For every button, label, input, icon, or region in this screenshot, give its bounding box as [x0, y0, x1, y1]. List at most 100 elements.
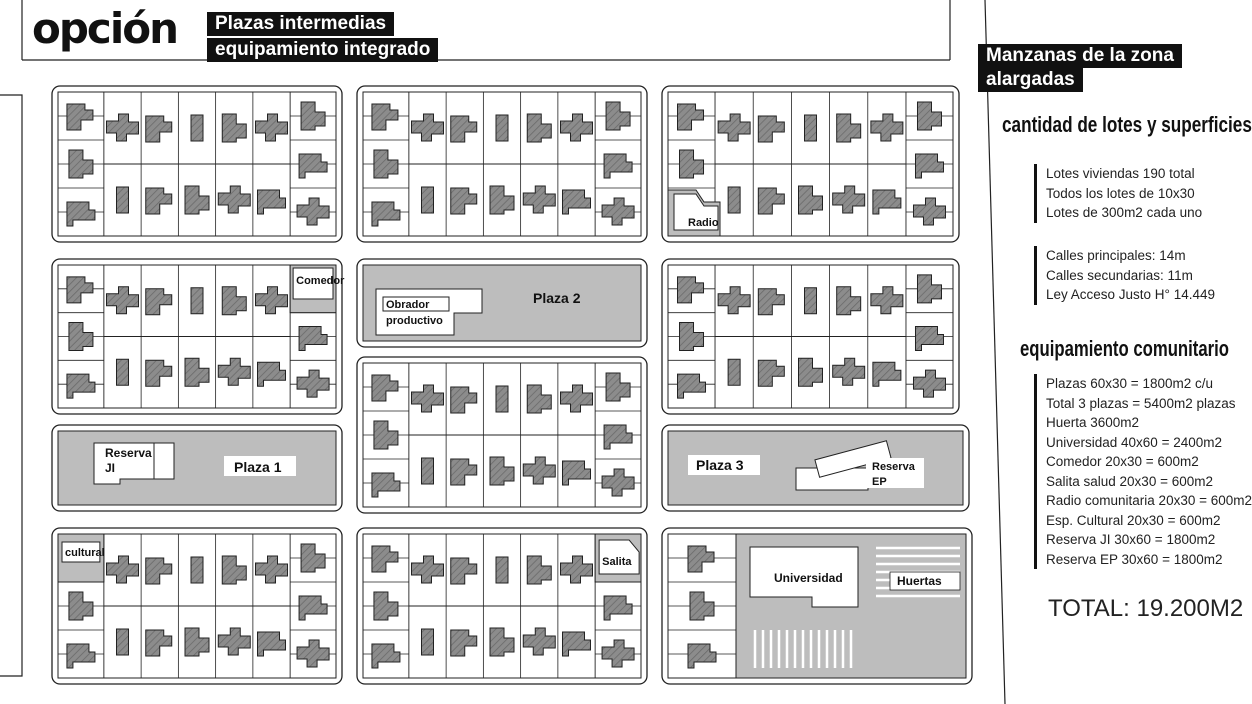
block [51, 85, 343, 243]
house-footprint [190, 287, 204, 315]
equip-item: Universidad 40x60 = 2400m2 [1046, 434, 1222, 450]
cultural-label: cultural [65, 547, 105, 559]
house-footprint [145, 359, 173, 387]
equip-list: Plazas 60x30 = 1800m2 c/u Total 3 plazas… [1034, 374, 1252, 569]
block [661, 85, 960, 243]
comedor-building: Comedor [289, 264, 345, 314]
house-footprint [410, 113, 444, 142]
subtitle-line2: equipamiento integrado [207, 38, 439, 62]
house-footprint [145, 288, 173, 316]
house-footprint [373, 149, 399, 179]
lots-item: Todos los lotes de 10x30 [1046, 185, 1195, 201]
house-footprint [296, 639, 330, 668]
house-footprint [105, 555, 139, 584]
house-footprint [371, 643, 401, 669]
block [356, 85, 648, 243]
house-footprint [190, 556, 204, 584]
house-footprint [804, 114, 817, 142]
page-frame [0, 0, 1006, 704]
block [356, 527, 648, 685]
house-footprint [145, 115, 173, 143]
house-footprint [526, 384, 552, 414]
house-footprint [255, 555, 289, 584]
house-footprint [300, 101, 326, 131]
universidad-label: Universidad [774, 571, 843, 585]
equip-item: Plazas 60x30 = 1800m2 c/u [1046, 376, 1213, 391]
house-footprint [257, 631, 287, 657]
frame-line [0, 94, 23, 677]
house-footprint [105, 113, 139, 142]
house-footprint [916, 274, 942, 304]
house-footprint [217, 357, 251, 386]
lots-heading: cantidad de lotes y superficies [1002, 112, 1252, 137]
house-footprint [526, 113, 552, 143]
house-footprint [145, 629, 173, 657]
house-footprint [689, 591, 715, 621]
streets-item: Ley Acceso Justo H° 14.449 [1046, 287, 1216, 302]
house-footprint [526, 555, 552, 585]
house-footprint [870, 286, 904, 315]
house-footprint [560, 555, 594, 584]
house-footprint [757, 288, 785, 316]
sidebar-title-line2: alargadas [978, 68, 1083, 92]
streets-list: Calles principales: 14m Calles secundari… [1034, 246, 1215, 305]
house-footprint [804, 287, 817, 315]
house-footprint [798, 185, 823, 215]
plaza1-label: Plaza 1 [234, 459, 282, 475]
house-footprint [450, 629, 478, 657]
huertas-label: Huertas [897, 574, 942, 588]
equip-item: Radio comunitaria 20x30 = 600m2 [1046, 493, 1252, 508]
equip-item: Huerta 3600m2 [1046, 415, 1140, 430]
house-footprint [68, 591, 94, 621]
house-footprint [489, 456, 515, 486]
house-footprint [68, 149, 94, 179]
house-footprint [145, 557, 173, 585]
radio-building: Radio [667, 189, 721, 237]
equip-heading: equipamiento comunitario [1020, 336, 1230, 361]
streets-item: Calles principales: 14m [1046, 248, 1186, 263]
house-footprint [687, 643, 717, 669]
comedor-footprint [292, 267, 334, 300]
house-footprint [296, 369, 330, 398]
house-footprint [66, 643, 96, 669]
salita-building: Salita [594, 533, 642, 583]
house-footprint [115, 358, 129, 386]
house-footprint [603, 595, 633, 621]
house-footprint [603, 424, 633, 450]
plaza2-label: Plaza 2 [533, 290, 581, 306]
radio-label: Radio [688, 217, 719, 229]
house-footprint [495, 114, 509, 142]
equip-item: Reserva EP 30x60 = 1800m2 [1046, 551, 1223, 567]
house-footprint [798, 357, 823, 387]
house-footprint [371, 374, 399, 402]
house-footprint [450, 115, 478, 143]
equip-item: Salita salud 20x30 = 600m2 [1046, 473, 1213, 489]
house-footprint [371, 103, 399, 131]
house-footprint [420, 628, 434, 656]
equip-item: Total 3 plazas = 5400m2 plazas [1046, 395, 1236, 411]
house-footprint [410, 384, 444, 413]
house-footprint [677, 103, 705, 131]
obrador-inner [382, 296, 450, 312]
cultural-building: cultural [57, 533, 105, 583]
house-footprint [66, 103, 94, 131]
house-footprint [757, 115, 785, 143]
house-footprint [298, 153, 328, 179]
house-footprint [836, 286, 862, 316]
equip-item: Esp. Cultural 20x30 = 600m2 [1046, 512, 1221, 528]
house-footprint [836, 113, 862, 143]
plaza3-label: Plaza 3 [696, 457, 744, 473]
plaza3-label-bg [688, 455, 760, 475]
house-footprint [66, 201, 96, 227]
house-footprint [373, 591, 399, 621]
salita-footprint [598, 539, 640, 575]
ep-label: EP [872, 476, 887, 488]
reserva-ep-label: Reserva [872, 461, 916, 473]
house-footprint [420, 186, 434, 214]
house-footprint [687, 545, 715, 573]
house-footprint [560, 113, 594, 142]
house-footprint [562, 631, 592, 657]
